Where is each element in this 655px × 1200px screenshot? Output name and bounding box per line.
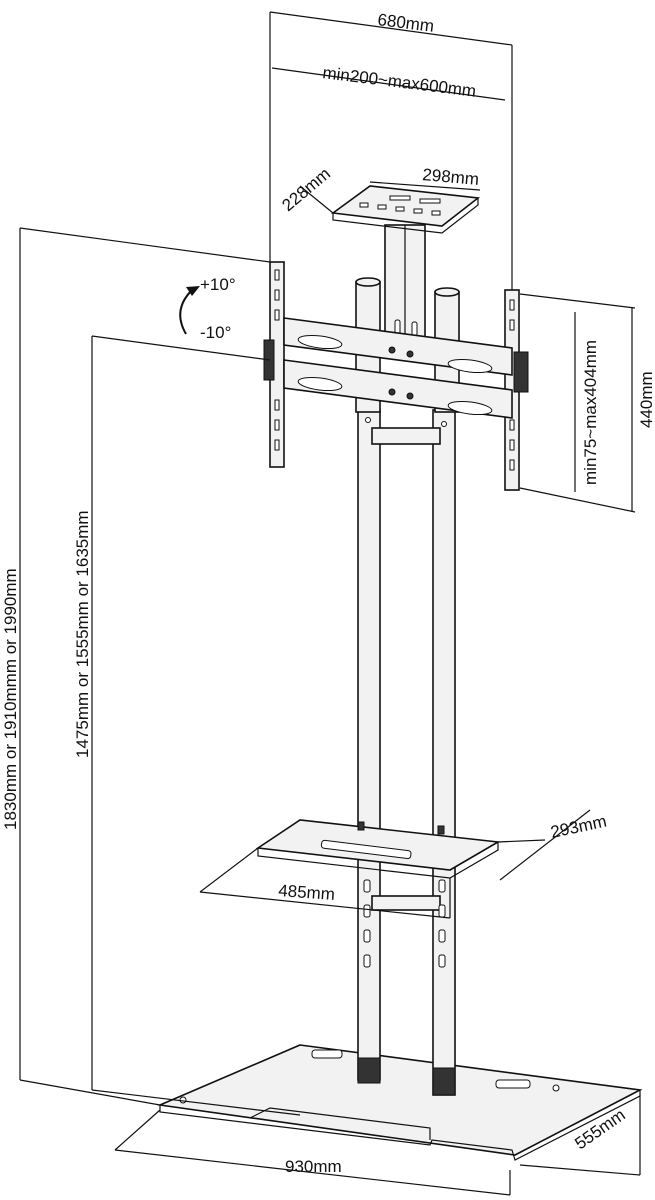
bracket-height-label: 440mm [637, 371, 655, 428]
vesa-width-label: min200~max600mm [322, 63, 478, 101]
vesa-bracket [263, 261, 529, 491]
base-width-label: 930mm [285, 1157, 342, 1176]
base-plate [157, 1044, 643, 1161]
shelf-width-label: 485mm [278, 881, 336, 904]
tilt-up-label: +10° [200, 275, 236, 294]
tilt-down-label: -10° [200, 323, 231, 342]
total-height-label: 1830mm or 1910mmm or 1990mm [1, 568, 20, 830]
vesa-height-label: min75~max404mm [581, 340, 600, 485]
middle-shelf [255, 819, 501, 879]
shelf-top-width-label: 298mm [422, 165, 480, 189]
shelf-depth-label: 293mm [549, 812, 608, 842]
overall-width-label: 680mm [377, 10, 436, 36]
center-height-label: 1475mm or 1555mm or 1635mm [73, 510, 92, 758]
dimension-lines [19, 11, 641, 1196]
